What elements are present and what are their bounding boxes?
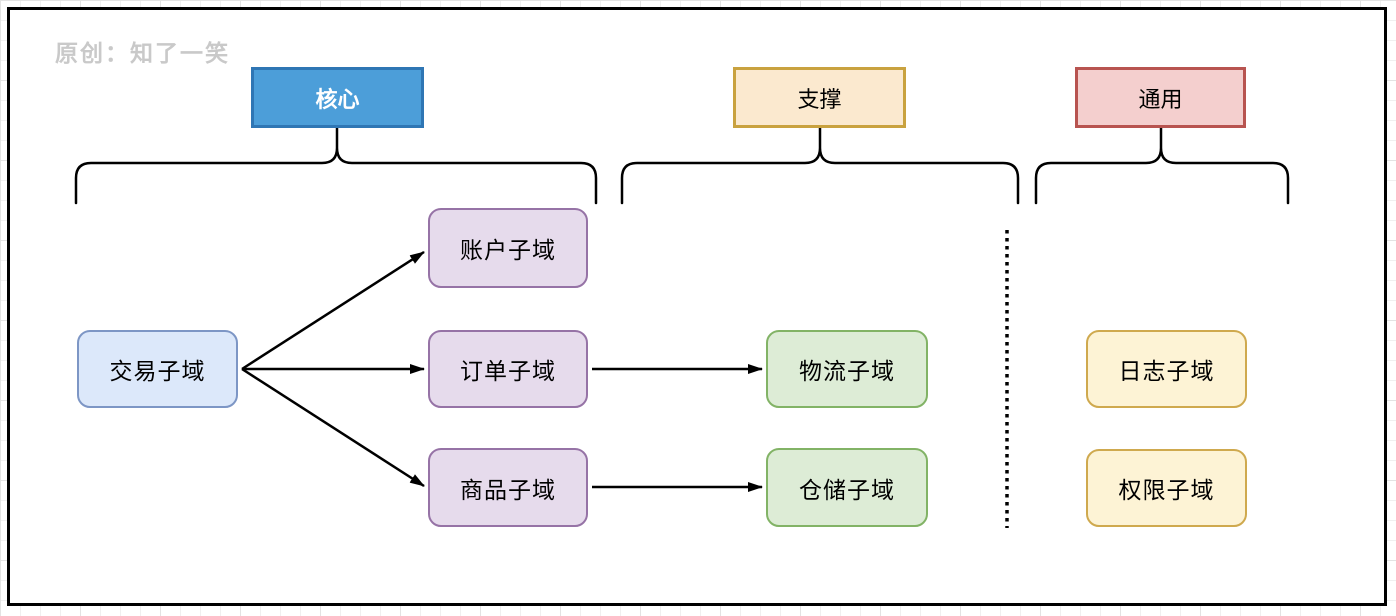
node-order-label: 订单子域 — [460, 358, 556, 384]
group-header-generic-label: 通用 — [1138, 86, 1183, 112]
node-account-label: 账户子域 — [460, 237, 556, 263]
group-header-core: 核心 — [251, 67, 424, 128]
watermark-text: 原创：知了一笑 — [55, 40, 230, 66]
node-account-subdomain: 账户子域 — [428, 208, 588, 288]
node-log-label: 日志子域 — [1118, 358, 1215, 384]
node-logistics-subdomain: 物流子域 — [766, 330, 928, 408]
group-header-support: 支撑 — [733, 67, 906, 128]
node-transaction-label: 交易子域 — [109, 358, 206, 384]
node-logistics-label: 物流子域 — [799, 358, 895, 384]
node-product-label: 商品子域 — [460, 476, 556, 503]
node-product-subdomain: 商品子域 — [428, 448, 588, 527]
group-header-support-label: 支撑 — [797, 86, 842, 112]
group-header-core-label: 核心 — [315, 86, 360, 112]
node-permission-label: 权限子域 — [1118, 477, 1215, 503]
group-header-generic: 通用 — [1075, 67, 1246, 128]
node-warehouse-subdomain: 仓储子域 — [766, 448, 928, 527]
node-permission-subdomain: 权限子域 — [1086, 449, 1247, 527]
node-log-subdomain: 日志子域 — [1086, 330, 1247, 408]
node-transaction-subdomain: 交易子域 — [77, 330, 238, 408]
node-order-subdomain: 订单子域 — [428, 330, 588, 408]
node-warehouse-label: 仓储子域 — [799, 476, 895, 503]
